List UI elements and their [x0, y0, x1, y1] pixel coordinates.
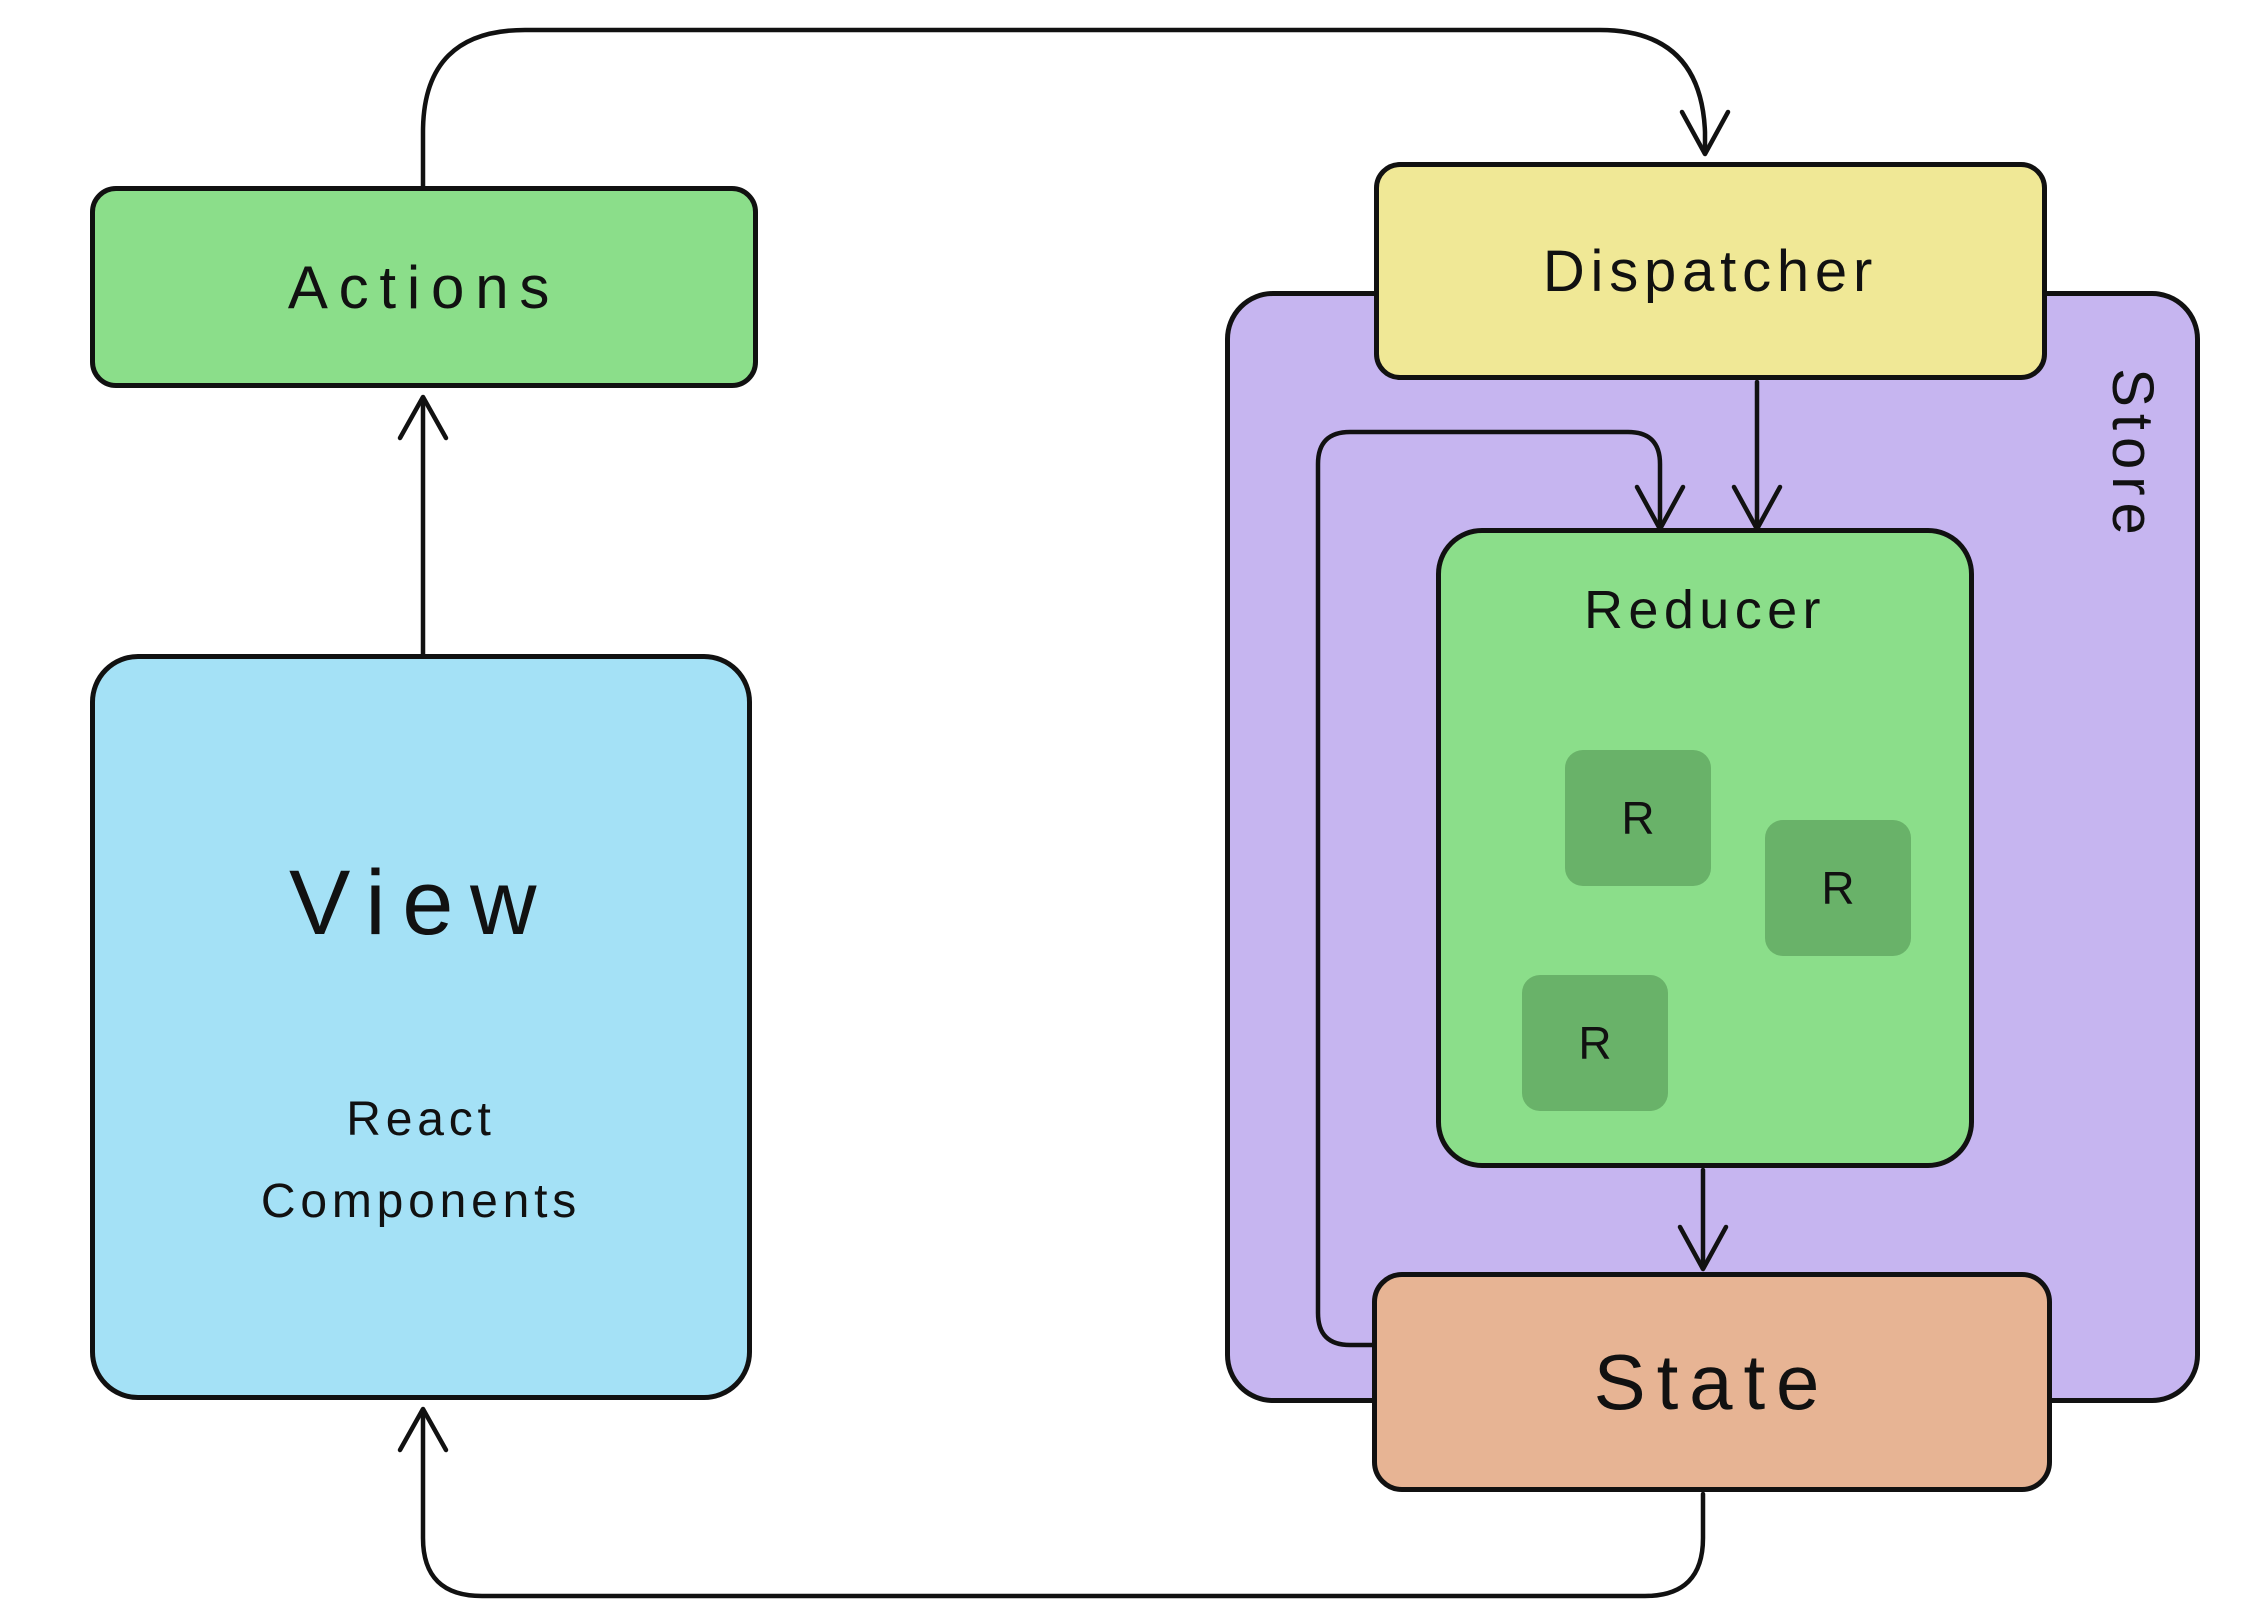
view-subtitle-line-2: Components — [260, 1175, 582, 1228]
arrow-view-to-actions-head — [397, 394, 449, 441]
store-label: Store — [2100, 368, 2165, 542]
arrow-actions-to-dispatcher-head — [1679, 109, 1731, 157]
state-box: State — [1372, 1272, 2052, 1492]
reducer-box: Reducer R R R — [1436, 528, 1974, 1168]
view-box: View React Components — [90, 654, 752, 1400]
sub-reducer-1: R — [1565, 750, 1711, 886]
view-title: View — [289, 852, 553, 954]
view-subtitle-line-1: React — [346, 1093, 496, 1146]
dispatcher-label: Dispatcher — [1542, 238, 1879, 304]
reducer-title: Reducer — [1584, 580, 1826, 640]
actions-label: Actions — [287, 253, 561, 321]
dispatcher-box: Dispatcher — [1374, 162, 2047, 380]
sub-reducer-3: R — [1522, 975, 1668, 1111]
actions-box: Actions — [90, 186, 758, 388]
arrow-state-to-view-head — [397, 1406, 449, 1453]
sub-reducer-2: R — [1765, 820, 1911, 956]
state-label: State — [1593, 1337, 1831, 1426]
view-subtitle: React Components — [95, 1079, 747, 1243]
arrow-view-to-actions — [397, 394, 449, 657]
